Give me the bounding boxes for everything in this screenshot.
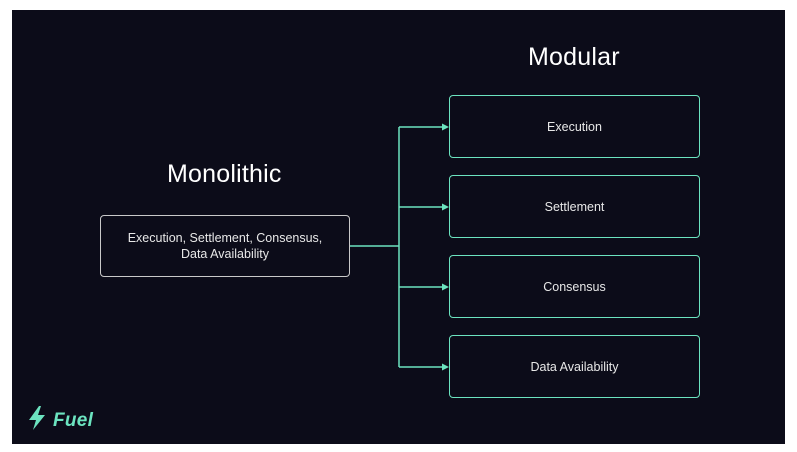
modular-box-consensus: Consensus	[449, 255, 700, 318]
modular-heading: Modular	[528, 43, 620, 71]
modular-box-label: Consensus	[543, 279, 606, 294]
monolithic-box: Execution, Settlement, Consensus, Data A…	[100, 215, 350, 277]
monolithic-heading: Monolithic	[167, 160, 282, 188]
arrowhead-consensus	[442, 283, 449, 291]
modular-box-settlement: Settlement	[449, 175, 700, 238]
monolithic-box-line1: Execution, Settlement, Consensus,	[127, 231, 323, 245]
fuel-logo-wordmark: Fuel	[53, 409, 94, 431]
modular-box-label: Data Availability	[530, 359, 619, 374]
lightning-bolt-icon	[26, 405, 48, 436]
modular-box-data-availability: Data Availability	[449, 335, 700, 398]
slide: Monolithic Modular Execution, Settlement…	[12, 10, 785, 444]
modular-box-label: Settlement	[544, 199, 605, 214]
connector-lines	[350, 123, 449, 371]
monolithic-box-line2: Data Availability	[180, 247, 269, 261]
modular-box-execution: Execution	[449, 95, 700, 158]
fuel-logo: Fuel	[26, 405, 93, 436]
arrowhead-execution	[442, 123, 449, 131]
arrowhead-settlement	[442, 203, 449, 211]
arrowhead-data-availability	[442, 363, 449, 371]
modular-box-label: Execution	[547, 119, 602, 134]
